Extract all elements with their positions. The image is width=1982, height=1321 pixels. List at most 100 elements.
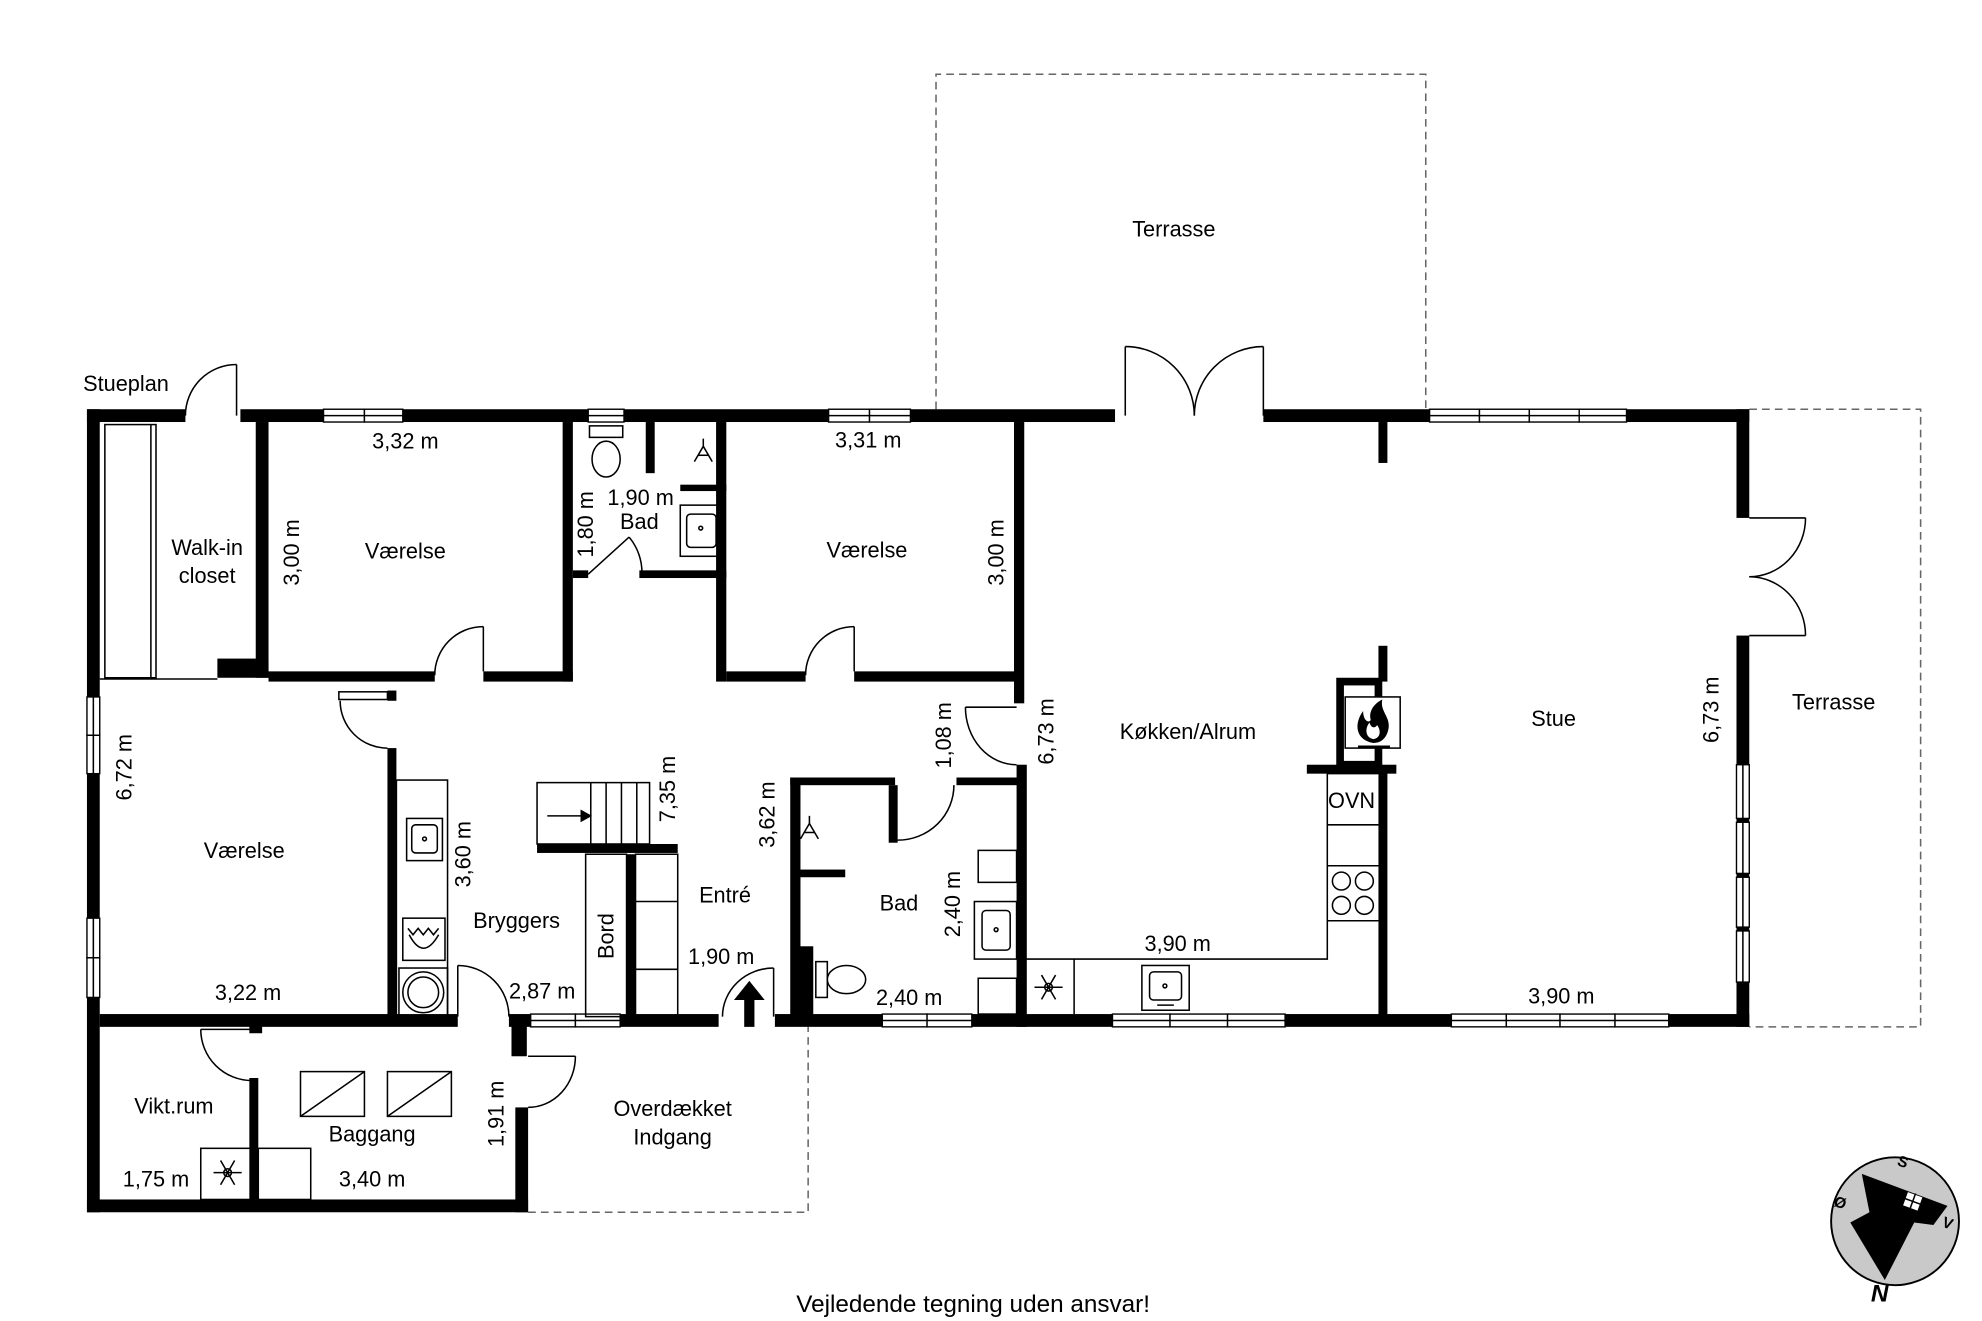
wall-south-bedroom	[99, 1014, 458, 1027]
dimension-label: 6,73 m	[1698, 677, 1723, 743]
window	[587, 408, 625, 423]
dimension-label: 1,91 m	[484, 1081, 509, 1147]
window	[1735, 764, 1750, 820]
window	[1614, 1013, 1670, 1028]
wall-living-west	[1378, 767, 1388, 1017]
freezer-icon	[1034, 974, 1063, 1000]
dimension-label: 3,22 m	[215, 980, 281, 1005]
wall-storage-east	[249, 1077, 259, 1200]
toilet-icon	[588, 425, 624, 478]
window	[1450, 1013, 1508, 1028]
toilet-icon	[815, 960, 867, 999]
labels: Stueplan Terrasse Terrasse Walk-in close…	[83, 216, 1875, 1317]
wall-bedroom2-south-a	[726, 671, 806, 682]
dimension-label: 3,40 m	[339, 1167, 405, 1192]
bedroom-1-label: Værelse	[365, 539, 446, 564]
hall-cabinets	[634, 853, 679, 1018]
dryer-icon	[398, 967, 449, 1018]
dimension-label: 3,31 m	[835, 427, 901, 452]
shower-icon	[799, 815, 820, 840]
window	[1735, 821, 1750, 875]
dimension-label: 3,90 m	[1144, 931, 1210, 956]
wall-kitchen-west-lower	[1016, 764, 1027, 1027]
window	[86, 696, 101, 737]
wall-bath-south-b	[639, 570, 727, 579]
wall-bedroom1-south-a	[268, 671, 435, 682]
terrace-door-north	[1124, 345, 1265, 416]
dimension-label: 3,90 m	[1528, 984, 1594, 1009]
window	[363, 408, 404, 423]
freezer-icon	[199, 1147, 254, 1201]
terraces	[528, 73, 1922, 1214]
bathroom-small-label: Bad	[620, 509, 659, 534]
washing-machine-icon	[402, 917, 446, 962]
wall-north-west	[86, 409, 186, 423]
door-bathroom-large	[897, 785, 955, 841]
wall-bath2-north-a	[790, 777, 896, 786]
terrace-east-label: Terrasse	[1792, 690, 1875, 715]
covered-entry-outline	[528, 1026, 809, 1214]
shower-icon	[693, 438, 713, 463]
wall-closet-block	[217, 658, 269, 678]
dimension-label: 3,00 m	[279, 519, 304, 585]
dimension-label: 3,32 m	[372, 429, 438, 454]
dimension-label: 6,73 m	[1033, 698, 1058, 764]
bathroom-large-label: Bad	[880, 890, 919, 915]
wall-bedroom1-south-b	[483, 671, 573, 682]
wall-kitchen-west-upper	[1014, 422, 1025, 704]
bath-cabinet	[977, 849, 1018, 884]
wall-back-hall-east-lower	[515, 1107, 529, 1213]
staircase	[536, 781, 651, 845]
window	[86, 917, 101, 959]
house-window-icon	[1903, 1192, 1923, 1211]
back-hall-label: Baggang	[329, 1122, 416, 1147]
window	[86, 957, 101, 999]
table-label: Bord	[594, 913, 619, 959]
door-bedroom-3	[338, 691, 389, 749]
dimension-label: 1,90 m	[688, 944, 754, 969]
skylight-icon	[299, 1070, 366, 1118]
door-corridor	[964, 706, 1017, 766]
door-bedroom-1	[433, 625, 485, 676]
door-storage	[199, 1028, 252, 1082]
sink-icon	[679, 504, 724, 558]
wall-stairs	[537, 843, 678, 853]
bedroom-2-label: Værelse	[827, 537, 908, 562]
dimension-label: 2,40 m	[876, 985, 942, 1010]
wall-bath2-shower	[799, 869, 846, 878]
sink-icon	[405, 817, 444, 862]
wall-living-stub-top	[1378, 422, 1388, 463]
living-room-label: Stue	[1531, 706, 1576, 731]
window	[1559, 1013, 1616, 1028]
dimension-label: 3,62 m	[755, 781, 780, 847]
stairs-arrow-icon	[580, 809, 593, 823]
wall-bath2-west	[790, 777, 801, 1021]
dimension-label: 6,72 m	[112, 734, 137, 800]
window	[1505, 1013, 1561, 1028]
window	[529, 1013, 577, 1028]
wall-east-upper	[1736, 409, 1750, 518]
wall-south-storage	[86, 1199, 529, 1213]
window	[1528, 408, 1580, 423]
fireplace-icon	[1344, 696, 1401, 749]
covered-entry-label-2: Indgang	[633, 1124, 712, 1149]
dimension-label: 2,87 m	[509, 979, 575, 1004]
walk-in-label-2: closet	[179, 563, 236, 588]
kitchen-counter	[1022, 772, 1379, 1015]
wall-bedroom2-south-b	[854, 671, 1023, 682]
storage-label: Vikt.rum	[134, 1094, 213, 1119]
sink-icon	[1141, 964, 1190, 1011]
dimension-label: 3,60 m	[450, 821, 475, 887]
skylight-icon	[386, 1070, 453, 1118]
plan-title: Stueplan	[83, 371, 169, 396]
window	[1735, 930, 1750, 983]
bath-cabinet	[977, 977, 1018, 1015]
terrace-north-outline	[935, 73, 1427, 410]
window	[1578, 408, 1628, 423]
window	[881, 1013, 928, 1028]
utility-label: Bryggers	[473, 908, 560, 933]
covered-entry-label-1: Overdækket	[613, 1096, 731, 1121]
door-stueplan	[184, 363, 238, 416]
door-entrance	[721, 967, 775, 1017]
